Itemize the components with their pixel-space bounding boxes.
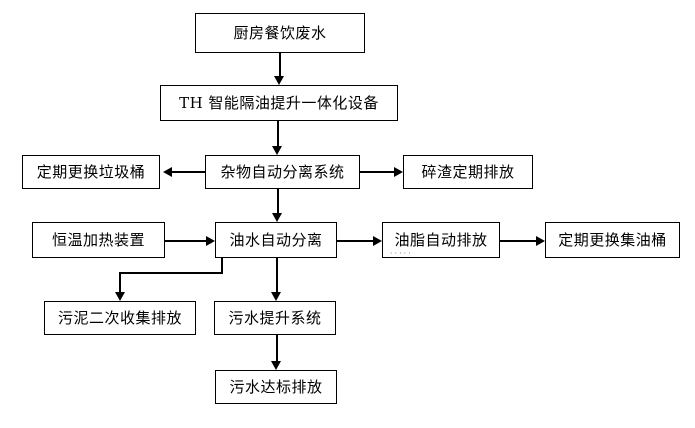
edge-grease-to-oildrum-line — [500, 240, 536, 242]
grease-box-artifact-dots: ····· — [390, 249, 413, 258]
edge-oilwater-to-sludge-seg3 — [119, 272, 121, 292]
edge-grease-to-oildrum-arrow — [536, 236, 545, 246]
edge-equipment-to-debris-arrow — [272, 146, 282, 155]
node-sewage-lifting-system[interactable]: 污水提升系统 — [214, 301, 336, 335]
edge-equipment-to-debris-line — [277, 121, 279, 146]
edge-heating-to-oilwater-line — [165, 240, 206, 242]
edge-oilwater-to-lifting-line — [276, 258, 278, 292]
edge-kitchen-to-equipment-arrow — [274, 76, 284, 85]
edge-oilwater-to-sludge-arrow — [115, 292, 125, 301]
edge-oilwater-to-sludge-seg1 — [221, 258, 223, 274]
edge-lifting-to-compliant-line — [276, 335, 278, 361]
edge-kitchen-to-equipment-line — [279, 53, 281, 76]
node-grease-auto-discharge[interactable]: 油脂自动排放 — [382, 222, 500, 258]
edge-lifting-to-compliant-arrow — [271, 361, 281, 370]
node-th-integrated-equipment[interactable]: TH 智能隔油提升一体化设备 — [160, 85, 398, 121]
edge-oilwater-to-lifting-arrow — [271, 292, 281, 301]
node-sewage-compliant-discharge[interactable]: 污水达标排放 — [215, 370, 337, 404]
node-slag-periodic-discharge[interactable]: 碎渣定期排放 — [403, 155, 533, 189]
node-periodic-trash-bin-replacement[interactable]: 定期更换垃圾桶 — [22, 155, 160, 189]
edge-debris-to-slag-line — [360, 171, 394, 173]
edge-debris-to-oilwater-line — [277, 189, 279, 213]
edge-oilwater-to-sludge-seg2 — [119, 272, 223, 274]
edge-debris-to-trashbin-arrow — [163, 167, 172, 177]
edge-oilwater-to-grease-arrow — [373, 236, 382, 246]
node-periodic-oil-drum-replacement[interactable]: 定期更换集油桶 — [545, 222, 680, 258]
node-sludge-secondary-collection-discharge[interactable]: 污泥二次收集排放 — [44, 301, 196, 335]
node-oil-water-auto-separation[interactable]: 油水自动分离 — [215, 222, 337, 258]
node-debris-auto-separation-system[interactable]: 杂物自动分离系统 — [205, 155, 360, 189]
edge-debris-to-oilwater-arrow — [272, 213, 282, 222]
edge-oilwater-to-grease-line — [337, 240, 373, 242]
node-kitchen-wastewater[interactable]: 厨房餐饮废水 — [195, 13, 365, 53]
edge-debris-to-slag-arrow — [394, 167, 403, 177]
edge-heating-to-oilwater-arrow — [206, 236, 215, 246]
edge-debris-to-trashbin-line — [172, 171, 206, 173]
node-constant-temperature-heating-device[interactable]: 恒温加热装置 — [32, 222, 165, 258]
